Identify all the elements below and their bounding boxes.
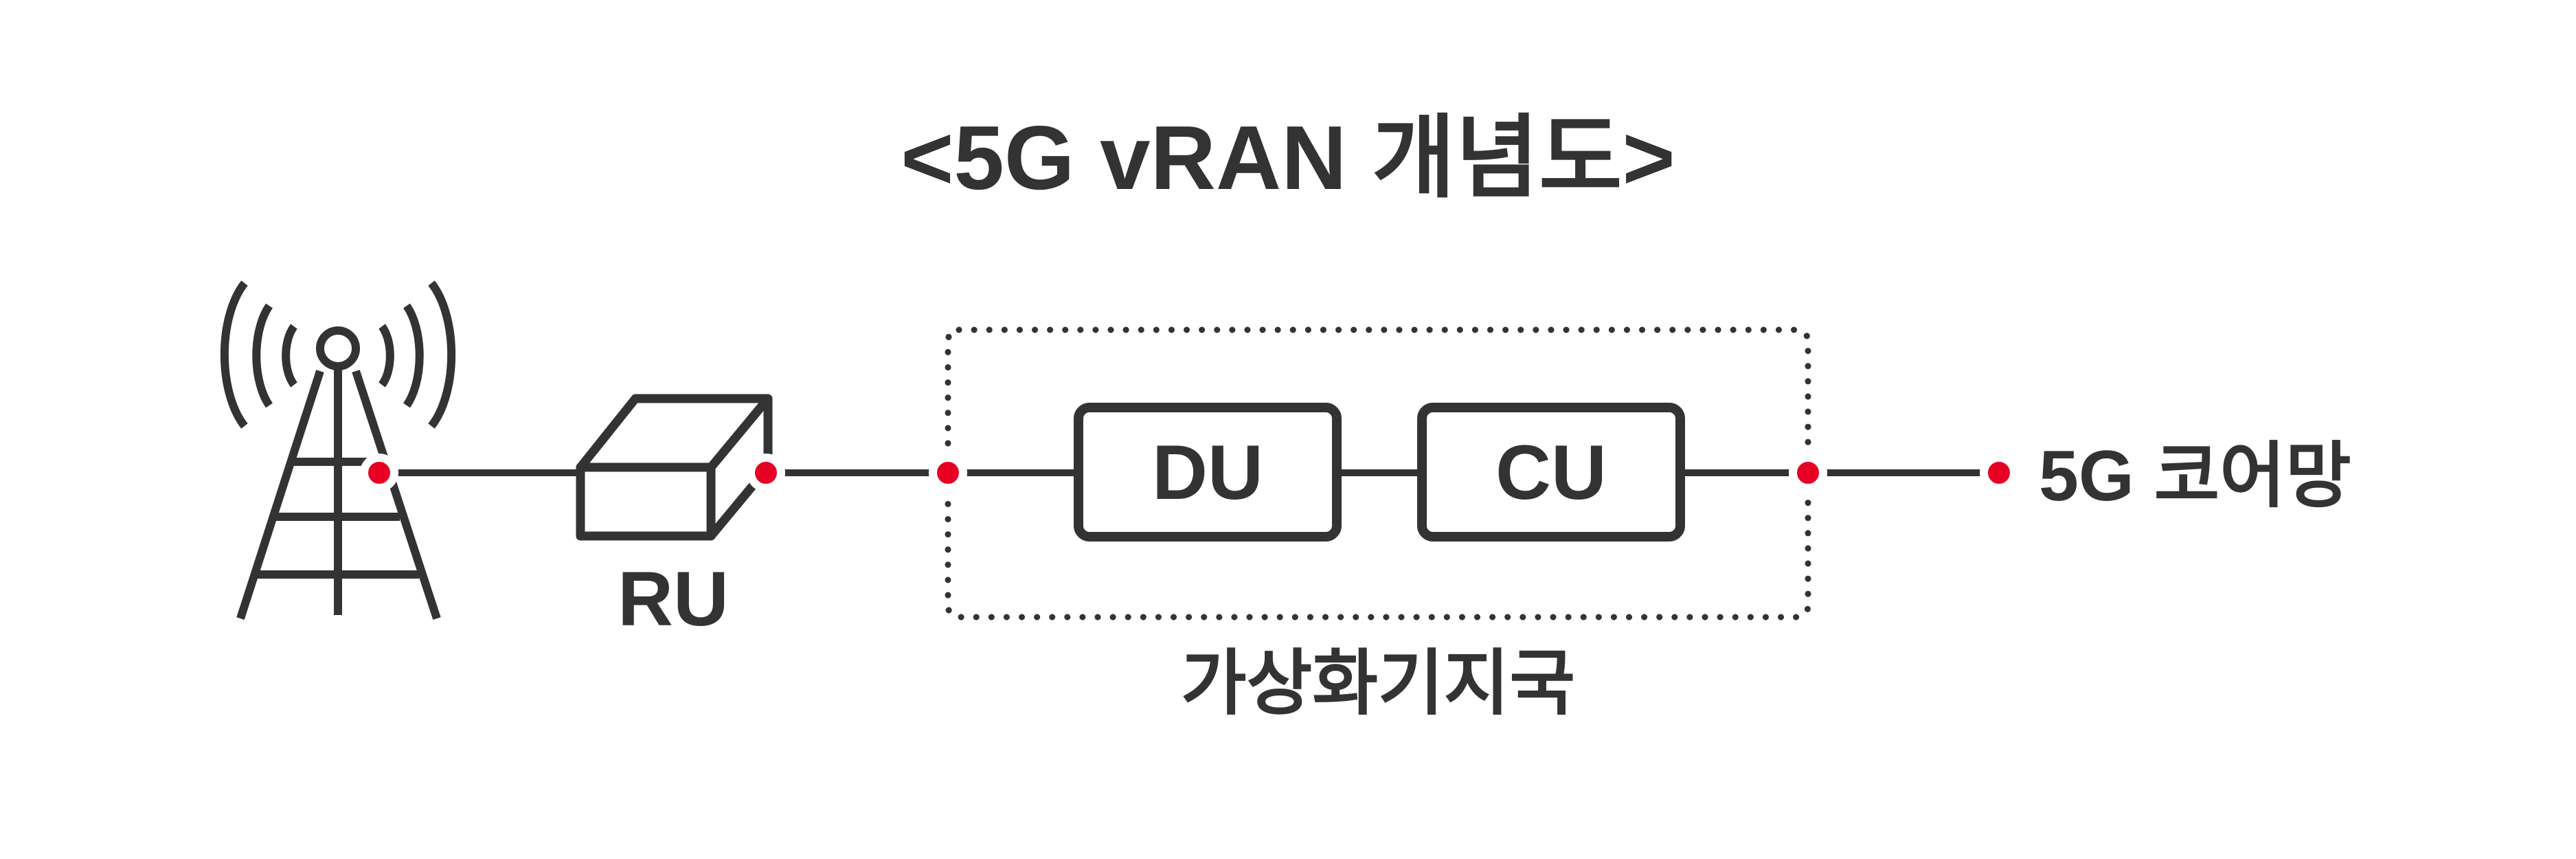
ru-label: RU xyxy=(618,556,729,642)
connection-dot xyxy=(929,454,967,492)
du-label: DU xyxy=(1152,430,1263,515)
cu-label: CU xyxy=(1495,430,1607,515)
core-network-label: 5G 코어망 xyxy=(2039,436,2351,516)
cu-node: CU xyxy=(1417,403,1685,542)
connection-dot xyxy=(747,454,785,492)
du-node: DU xyxy=(1074,403,1342,542)
connection-dot xyxy=(1789,454,1827,492)
group-label: 가상화기지국 xyxy=(1181,644,1575,724)
connection-dot xyxy=(360,454,398,492)
radio-unit-box-icon xyxy=(576,394,773,541)
connection-dot xyxy=(1980,454,2018,492)
antenna-tower-icon xyxy=(220,280,456,620)
diagram-title: <5G vRAN 개념도> xyxy=(901,107,1675,208)
